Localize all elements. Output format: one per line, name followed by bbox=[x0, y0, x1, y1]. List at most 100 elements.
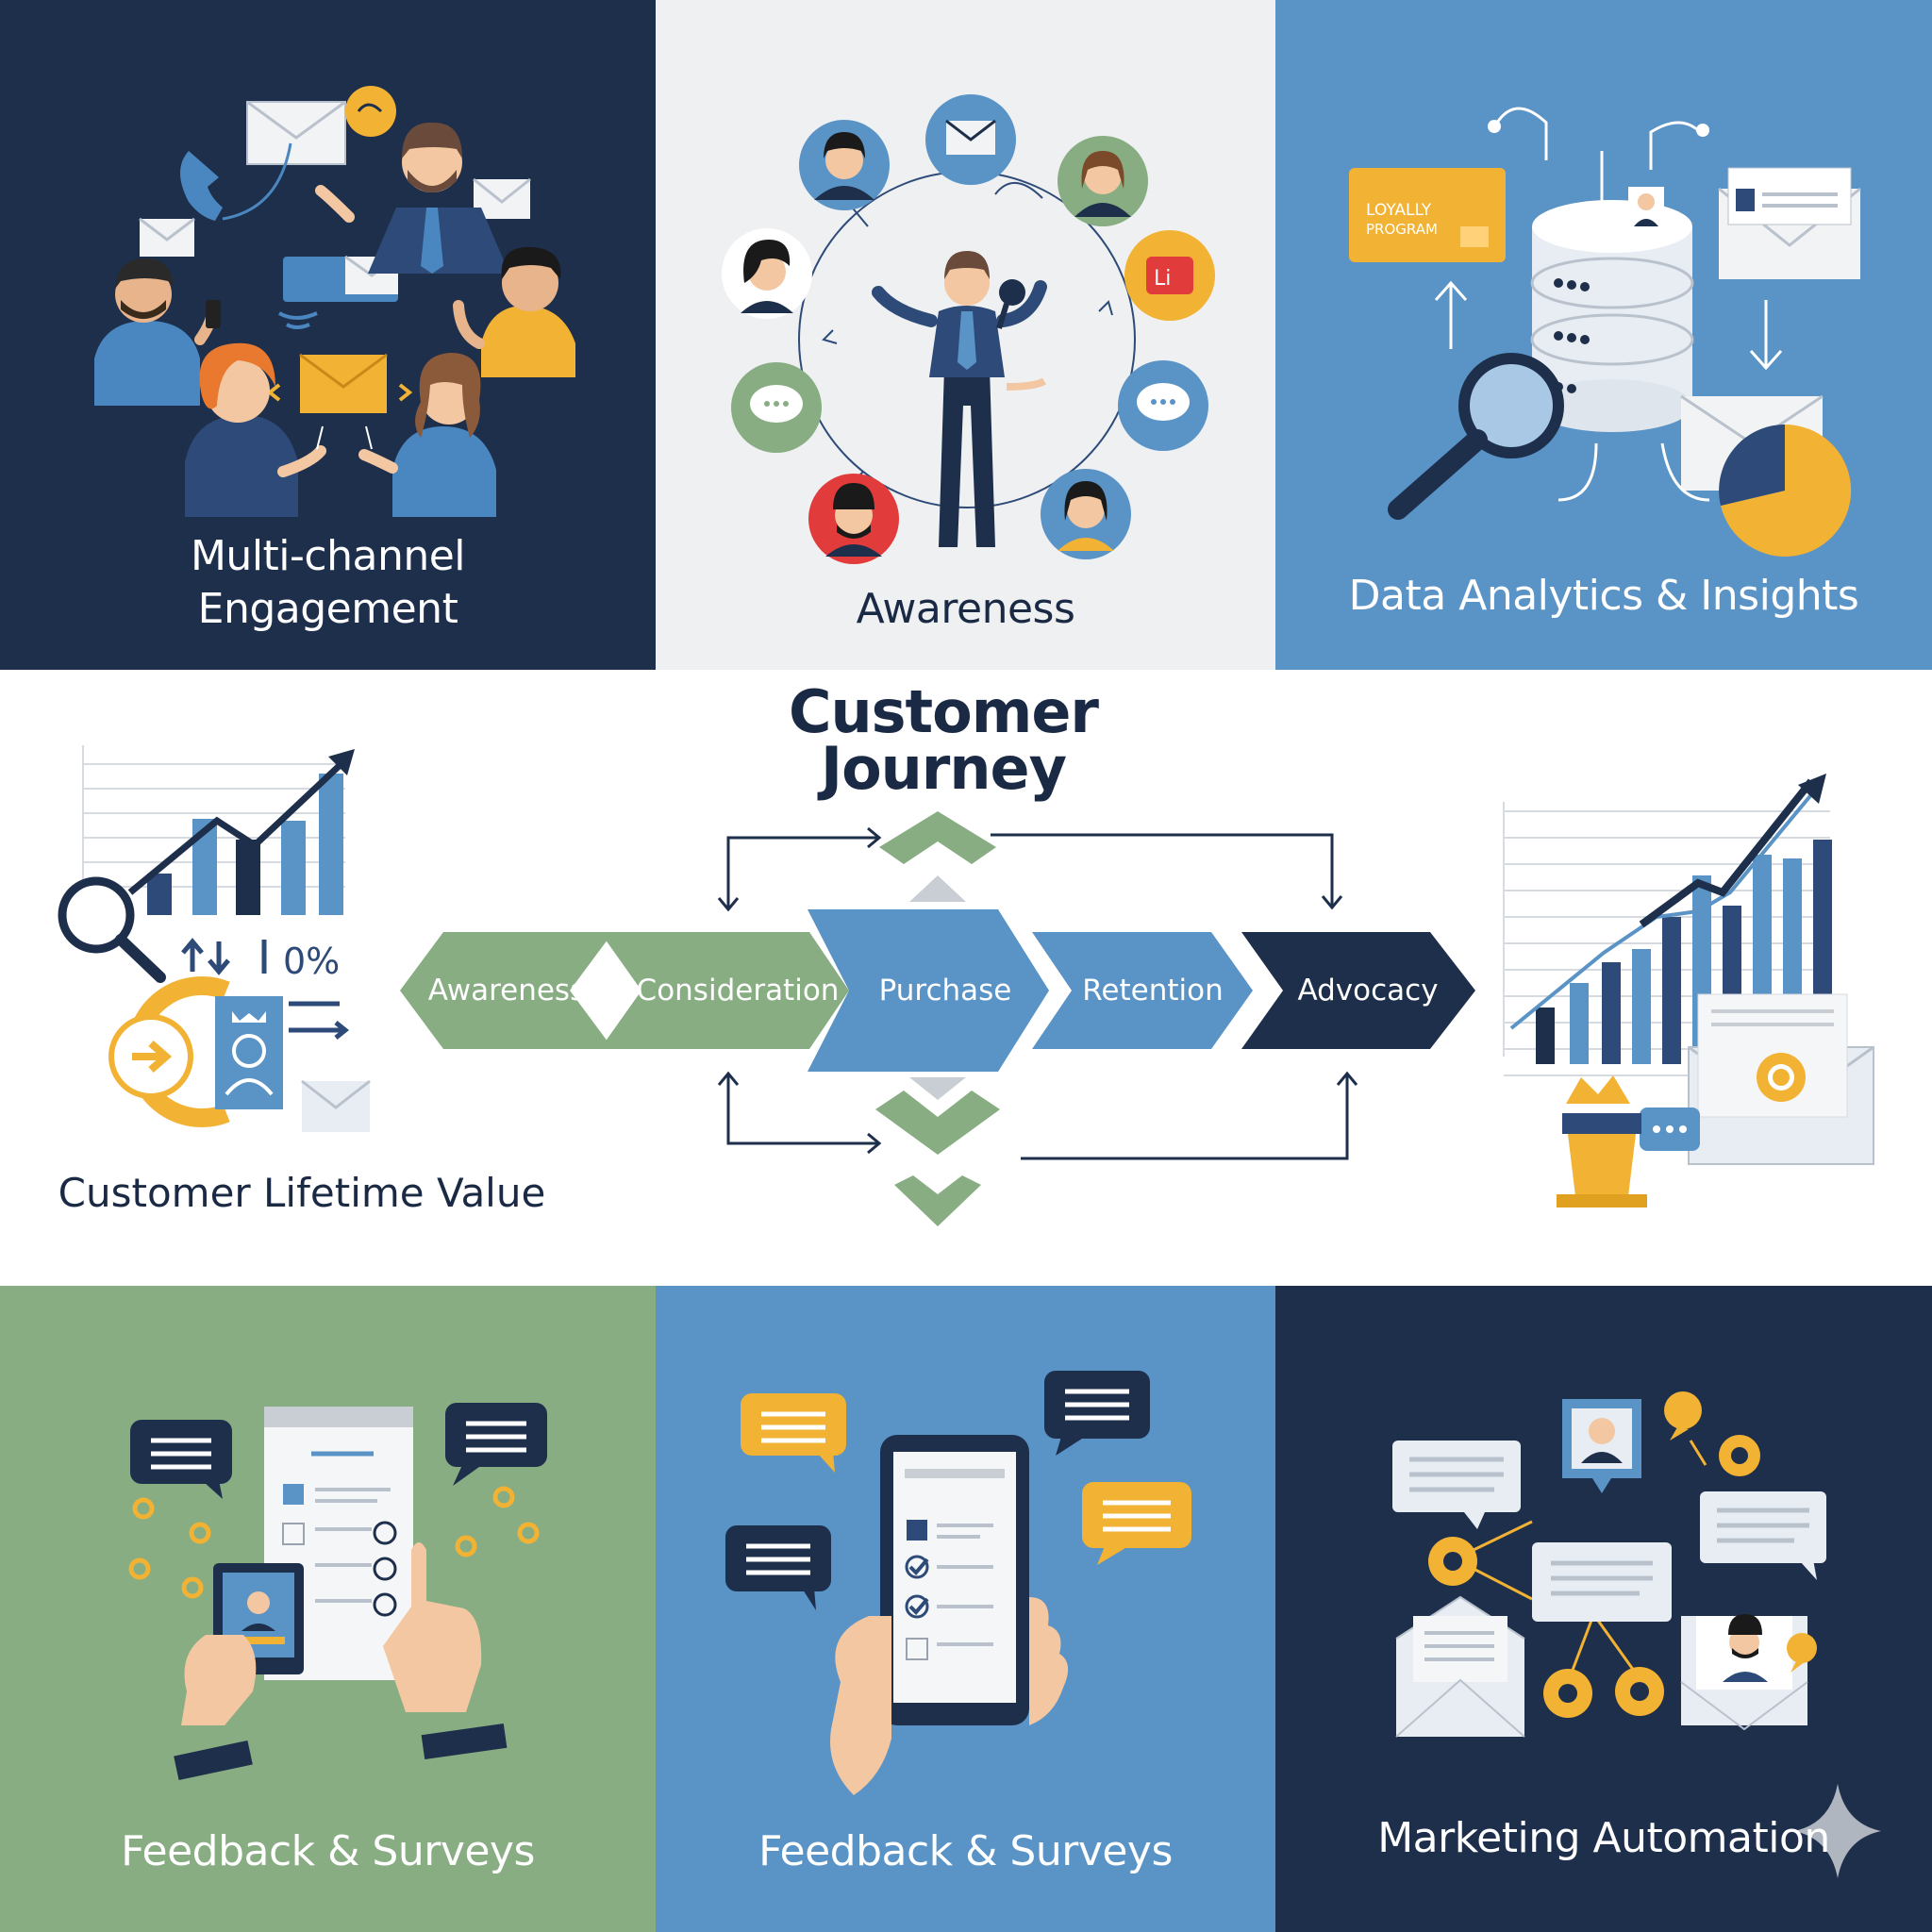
automation-illustration bbox=[1392, 1391, 1881, 1878]
email-icon bbox=[925, 94, 1016, 185]
person-avatar bbox=[94, 258, 221, 406]
clv-label: Customer Lifetime Value bbox=[58, 1170, 546, 1216]
panel-label: Marketing Automation bbox=[1377, 1814, 1830, 1862]
presenter-figure bbox=[872, 251, 1047, 547]
avatar-icon bbox=[722, 228, 812, 319]
chat-icon bbox=[130, 1420, 232, 1499]
panel-feedback-surveys-blue: Feedback & Surveys bbox=[656, 1286, 1275, 1932]
chat-icon bbox=[1392, 1441, 1521, 1529]
chat-icon bbox=[1082, 1482, 1191, 1565]
up-chevron-icon bbox=[879, 811, 996, 902]
chat-icon bbox=[1532, 1542, 1672, 1622]
bar-chart-icon bbox=[82, 745, 355, 915]
loop-arrows bbox=[717, 826, 1358, 1160]
panel-awareness: Li bbox=[656, 0, 1275, 670]
stage-label: Retention bbox=[1082, 974, 1223, 1008]
stage-advocacy: Advocacy bbox=[1241, 932, 1475, 1049]
label-line: Multi-channel bbox=[190, 532, 466, 580]
stage-retention: Retention bbox=[1032, 932, 1253, 1049]
chat-icon bbox=[1640, 1108, 1700, 1151]
magnifier-icon bbox=[1388, 353, 1564, 520]
awareness-illustration: Li bbox=[722, 94, 1215, 564]
person-avatar bbox=[453, 246, 575, 377]
hand-icon bbox=[830, 1597, 1069, 1795]
sparkle-icon bbox=[1794, 1784, 1881, 1878]
data-analytics-illustration: LOYALLY PROGRAM bbox=[1349, 107, 1861, 557]
email-icon bbox=[266, 353, 413, 413]
profile-card-icon bbox=[215, 996, 283, 1109]
email-icon bbox=[1688, 993, 1874, 1165]
mobile-survey-illustration bbox=[725, 1371, 1191, 1795]
stage-purchase: Purchase bbox=[808, 909, 1049, 1072]
avatar-icon bbox=[799, 120, 890, 210]
panel-marketing-automation: Marketing Automation bbox=[1275, 1286, 1932, 1932]
multichannel-illustration bbox=[94, 86, 575, 517]
svg-text:Li: Li bbox=[1154, 267, 1171, 291]
loyalty-card-text: LOYALLY bbox=[1366, 201, 1432, 220]
panel-label: Awareness bbox=[856, 585, 1075, 633]
avatar-icon bbox=[1628, 187, 1664, 228]
chat-icon bbox=[1664, 1391, 1702, 1441]
avatar-icon bbox=[1058, 136, 1148, 226]
panel-label: Feedback & Surveys bbox=[758, 1827, 1173, 1875]
chat-icon bbox=[445, 1403, 547, 1486]
gear-icon bbox=[1428, 1435, 1760, 1718]
chat-icon bbox=[731, 362, 822, 453]
email-icon bbox=[246, 100, 346, 165]
database-icon bbox=[1530, 200, 1694, 432]
email-icon bbox=[1680, 1614, 1808, 1731]
title-line: Customer bbox=[788, 677, 1099, 746]
chat-icon bbox=[1118, 360, 1208, 451]
panel-label: Multi-channel Engagement bbox=[0, 530, 656, 636]
panel-feedback-surveys-green: Feedback & Surveys bbox=[0, 1286, 656, 1932]
label-line: Engagement bbox=[197, 585, 458, 633]
person-avatar bbox=[368, 122, 509, 274]
stage-label: Consideration bbox=[637, 974, 840, 1008]
person-avatar bbox=[185, 342, 326, 517]
avatar-icon bbox=[1041, 469, 1131, 559]
person-avatar bbox=[358, 353, 496, 517]
email-icon bbox=[283, 255, 399, 302]
title-line: Journey bbox=[821, 734, 1067, 803]
customer-journey-section: Customer Journey bbox=[0, 670, 1932, 1286]
panel-label: Data Analytics & Insights bbox=[1348, 572, 1859, 620]
journey-title: Customer Journey bbox=[774, 677, 1113, 803]
avatar-icon bbox=[1562, 1399, 1641, 1493]
pie-chart-icon bbox=[1719, 424, 1852, 557]
panel-label: Feedback & Surveys bbox=[121, 1827, 535, 1875]
loyalty-card-text: PROGRAM bbox=[1366, 221, 1438, 238]
feedback-illustration bbox=[128, 1403, 547, 1781]
percent-text: 0% bbox=[283, 941, 340, 982]
down-chevron-icon bbox=[875, 1077, 1000, 1226]
panel-data-analytics: LOYALLY PROGRAM bbox=[1275, 0, 1932, 670]
smartphone-icon bbox=[880, 1435, 1029, 1725]
hand-icon bbox=[174, 1542, 508, 1781]
stage-label: Awareness bbox=[428, 974, 585, 1008]
email-icon bbox=[1718, 167, 1861, 279]
chat-icon bbox=[1044, 1371, 1150, 1456]
phone-icon bbox=[180, 151, 223, 221]
live-badge-icon: Li bbox=[1124, 230, 1215, 321]
trophy-icon bbox=[1557, 1075, 1647, 1208]
email-icon bbox=[301, 1079, 371, 1132]
stage-consideration: Consideration bbox=[600, 932, 849, 1049]
panel-multichannel-engagement: Multi-channel Engagement bbox=[0, 0, 656, 670]
chat-icon bbox=[725, 1525, 831, 1610]
email-icon bbox=[139, 217, 195, 257]
journey-diagram: Awareness Consideration Purchase Retenti… bbox=[58, 745, 1874, 1226]
chat-icon bbox=[345, 86, 396, 137]
stage-label: Advocacy bbox=[1297, 974, 1438, 1008]
chat-icon bbox=[1700, 1491, 1826, 1580]
gear-icon bbox=[128, 1486, 540, 1599]
tablet-icon bbox=[213, 1563, 304, 1674]
arrows-icon bbox=[181, 938, 267, 975]
refresh-icon bbox=[108, 976, 230, 1127]
magnifier-icon bbox=[58, 876, 166, 983]
loyalty-card-icon: LOYALLY PROGRAM bbox=[1349, 168, 1506, 262]
stage-awareness: Awareness bbox=[400, 932, 613, 1049]
email-icon bbox=[1395, 1595, 1525, 1738]
chat-icon bbox=[1787, 1633, 1817, 1673]
avatar-icon bbox=[808, 474, 899, 564]
stage-label: Purchase bbox=[879, 974, 1012, 1008]
